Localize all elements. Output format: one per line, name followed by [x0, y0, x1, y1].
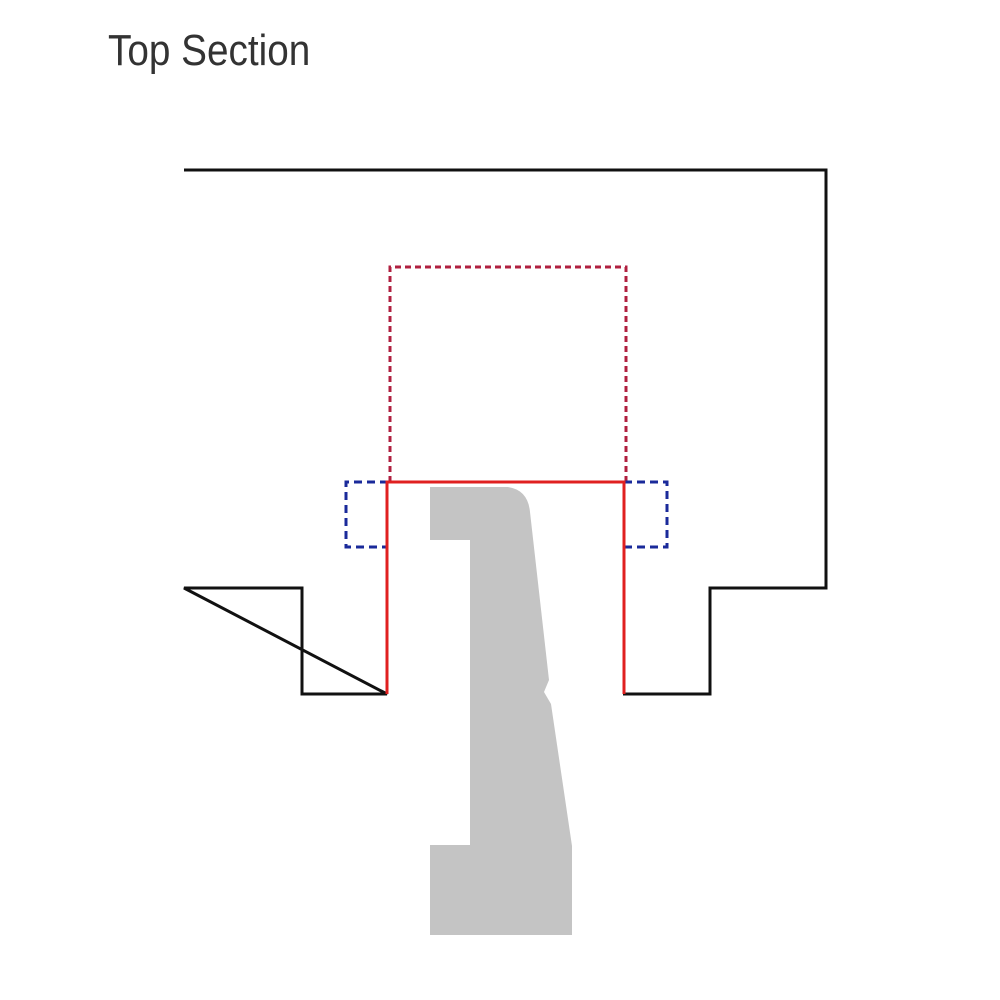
blue-dashed-right — [624, 480, 669, 549]
housing-outline — [183, 168, 828, 696]
red-dashed-box — [388, 265, 628, 482]
blue-dashed-left — [344, 480, 388, 549]
red-channel — [385, 480, 626, 694]
gray-part — [430, 487, 572, 935]
diagram-title: Top Section — [108, 26, 311, 75]
